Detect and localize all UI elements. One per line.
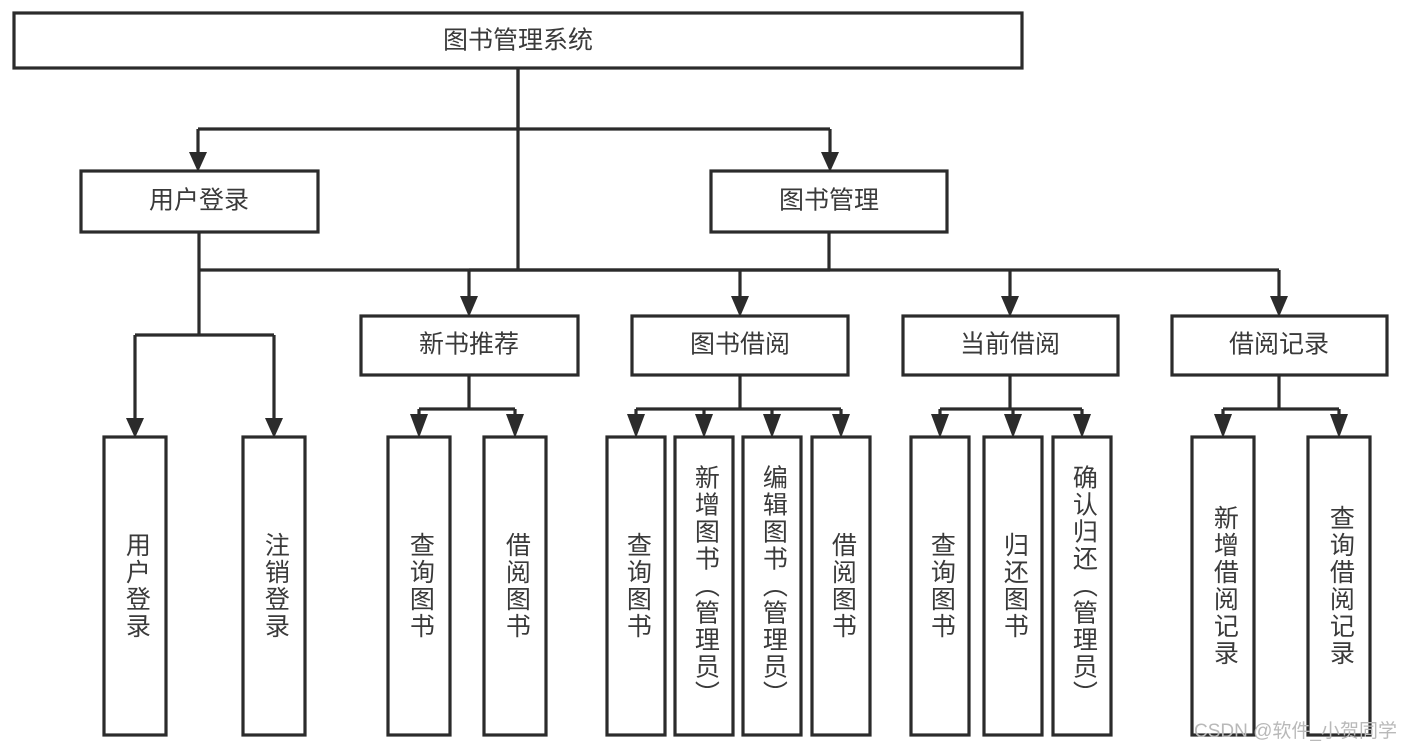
connector-user-login-children xyxy=(126,232,283,438)
node-leaf-borrow-book-rec-label: 借阅图书 xyxy=(502,532,531,640)
node-leaf-add-borrow-record-box[interactable] xyxy=(1190,435,1256,737)
arrowhead-leaf-add-book-admin xyxy=(695,414,713,438)
node-leaf-logout-login[interactable]: 注销登录 xyxy=(241,435,307,737)
arrowhead-leaf-user-login xyxy=(126,418,144,438)
node-book-borrow[interactable]: 图书借阅 xyxy=(630,314,850,377)
arrowhead-leaf-edit-book-admin xyxy=(763,414,781,438)
node-leaf-add-book-admin-box[interactable] xyxy=(673,435,735,737)
node-leaf-query-borrow-record-box[interactable] xyxy=(1306,435,1372,737)
node-root[interactable]: 图书管理系统 xyxy=(12,11,1024,70)
node-leaf-confirm-return-admin-label: 确认归还（管理员） xyxy=(1069,465,1098,708)
arrowhead-leaf-query-book-current xyxy=(931,414,949,438)
node-book-borrow-box[interactable] xyxy=(630,314,850,377)
connector-level1 xyxy=(189,68,839,172)
arrowhead-leaf-logout-login xyxy=(265,418,283,438)
node-leaf-query-book-rec[interactable]: 查询图书 xyxy=(386,435,452,737)
arrowhead-leaf-add-borrow-record xyxy=(1214,414,1232,438)
node-leaf-edit-book-admin-label: 编辑图书（管理员） xyxy=(759,465,788,708)
node-leaf-query-book-borrow[interactable]: 查询图书 xyxy=(605,435,667,737)
node-leaf-confirm-return-admin-box[interactable] xyxy=(1051,435,1113,737)
node-new-book-recommend-label: 新书推荐 xyxy=(419,331,519,359)
node-leaf-borrow-book-label: 借阅图书 xyxy=(828,532,857,640)
node-current-borrow[interactable]: 当前借阅 xyxy=(901,314,1120,377)
node-root-label: 图书管理系统 xyxy=(443,27,593,55)
node-current-borrow-label: 当前借阅 xyxy=(960,331,1060,359)
node-leaf-confirm-return-admin[interactable]: 确认归还（管理员） xyxy=(1051,435,1113,737)
arrowhead-leaf-borrow-book xyxy=(832,414,850,438)
node-leaf-query-book-current[interactable]: 查询图书 xyxy=(909,435,971,737)
node-leaf-add-book-admin[interactable]: 新增图书（管理员） xyxy=(673,435,735,737)
node-borrow-record-box[interactable] xyxy=(1170,314,1389,377)
arrowhead-leaf-confirm-return-admin xyxy=(1073,414,1091,438)
node-leaf-query-book-borrow-box[interactable] xyxy=(605,435,667,737)
node-leaf-add-book-admin-label: 新增图书（管理员） xyxy=(691,465,720,708)
arrowhead-current-borrow xyxy=(1001,296,1019,317)
connector-new-book-recommend-children xyxy=(410,375,524,438)
connector-book-borrow-children xyxy=(627,375,850,438)
node-borrow-record-label: 借阅记录 xyxy=(1229,331,1329,359)
node-leaf-logout-login-box[interactable] xyxy=(241,435,307,737)
arrowhead-book-management xyxy=(821,152,839,172)
node-leaf-user-login-label: 用户登录 xyxy=(122,532,151,640)
node-leaf-query-borrow-record-label: 查询借阅记录 xyxy=(1326,505,1355,667)
node-user-login[interactable]: 用户登录 xyxy=(79,169,320,234)
node-leaf-return-book[interactable]: 归还图书 xyxy=(982,435,1044,737)
node-leaf-borrow-book-rec[interactable]: 借阅图书 xyxy=(482,435,548,737)
node-leaf-borrow-book-box[interactable] xyxy=(810,435,872,737)
node-leaf-query-borrow-record[interactable]: 查询借阅记录 xyxy=(1306,435,1372,737)
node-leaf-query-book-rec-box[interactable] xyxy=(386,435,452,737)
csdn-watermark: CSDN @软件_小贺同学 xyxy=(1194,721,1397,742)
node-borrow-record[interactable]: 借阅记录 xyxy=(1170,314,1389,377)
node-leaf-return-book-box[interactable] xyxy=(982,435,1044,737)
node-root-box[interactable] xyxy=(12,11,1024,70)
connector-book-management-children xyxy=(460,232,1288,317)
arrowhead-user-login xyxy=(189,152,207,172)
node-new-book-recommend[interactable]: 新书推荐 xyxy=(359,314,580,377)
arrowhead-leaf-query-book-borrow xyxy=(627,414,645,438)
arrowhead-leaf-return-book xyxy=(1004,414,1022,438)
node-user-login-box[interactable] xyxy=(79,169,320,234)
node-leaf-user-login-box[interactable] xyxy=(102,435,168,737)
node-leaf-add-borrow-record-label: 新增借阅记录 xyxy=(1210,505,1239,667)
connector-group-root xyxy=(198,68,830,272)
node-leaf-borrow-book[interactable]: 借阅图书 xyxy=(810,435,872,737)
node-book-borrow-label: 图书借阅 xyxy=(690,331,790,359)
arrowhead-leaf-query-borrow-record xyxy=(1330,414,1348,438)
connector-current-borrow-children xyxy=(931,375,1091,438)
node-leaf-query-book-current-label: 查询图书 xyxy=(927,532,956,640)
node-leaf-return-book-label: 归还图书 xyxy=(1000,532,1029,640)
node-leaf-add-borrow-record[interactable]: 新增借阅记录 xyxy=(1190,435,1256,737)
arrowhead-leaf-query-book-rec xyxy=(410,414,428,438)
node-leaf-query-book-rec-label: 查询图书 xyxy=(406,532,435,640)
arrowhead-book-borrow xyxy=(731,296,749,317)
node-leaf-user-login[interactable]: 用户登录 xyxy=(102,435,168,737)
arrowhead-borrow-record xyxy=(1270,296,1288,317)
node-book-management-label: 图书管理 xyxy=(779,187,879,215)
node-book-management[interactable]: 图书管理 xyxy=(709,169,949,234)
arrowhead-new-book-recommend xyxy=(460,296,478,317)
connector-borrow-record-children xyxy=(1214,375,1348,438)
node-leaf-query-book-current-box[interactable] xyxy=(909,435,971,737)
node-leaf-edit-book-admin[interactable]: 编辑图书（管理员） xyxy=(741,435,803,737)
node-current-borrow-box[interactable] xyxy=(901,314,1120,377)
node-new-book-recommend-box[interactable] xyxy=(359,314,580,377)
node-leaf-logout-login-label: 注销登录 xyxy=(261,532,290,640)
node-user-login-label: 用户登录 xyxy=(149,187,249,215)
node-leaf-query-book-borrow-label: 查询图书 xyxy=(623,532,652,640)
node-leaf-edit-book-admin-box[interactable] xyxy=(741,435,803,737)
node-leaf-borrow-book-rec-box[interactable] xyxy=(482,435,548,737)
arrowhead-leaf-borrow-book-rec xyxy=(506,414,524,438)
node-book-management-box[interactable] xyxy=(709,169,949,234)
